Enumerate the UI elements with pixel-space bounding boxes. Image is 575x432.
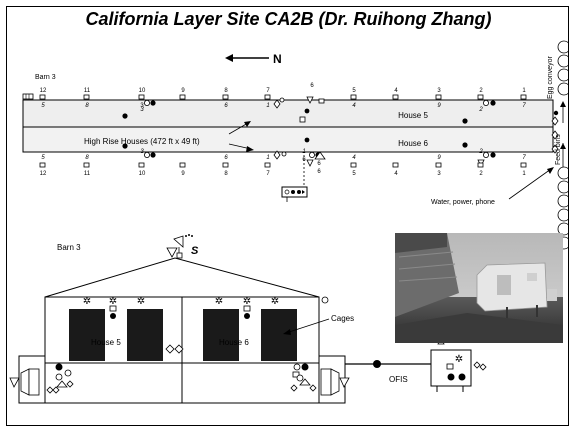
section-house5-label: House 5 <box>91 338 121 347</box>
fan-number: 6 <box>310 83 314 89</box>
sensor-label: S <box>191 245 199 257</box>
row-number: 9 <box>437 103 441 109</box>
high-rise-label: High Rise Houses (472 ft x 49 ft) <box>84 137 200 146</box>
row-number: 8 <box>85 155 89 161</box>
row-number: 5 <box>41 155 45 161</box>
svg-text:✲: ✲ <box>271 296 279 307</box>
cages-label: Cages <box>331 314 354 323</box>
row-number: 6 <box>224 155 228 161</box>
row-number: 4 <box>352 103 356 109</box>
marker-6-bottom: 6 <box>317 161 321 167</box>
fan-numbers-bottom: 12 11 10 9 8 7 6 5 4 3 2 1 <box>40 169 527 177</box>
fan-numbers-top: 12 11 10 9 8 7 6 5 4 3 2 1 <box>40 83 527 94</box>
row-numbers-bottom: 5 8 3 6 1 4 9 7 <box>41 149 526 161</box>
page-title: California Layer Site CA2B (Dr. Ruihong … <box>85 9 492 29</box>
svg-text:✲: ✲ <box>215 296 223 307</box>
fan-number: 5 <box>352 171 356 177</box>
slide-frame: California Layer Site CA2B (Dr. Ruihong … <box>6 6 569 426</box>
row-number: 7 <box>522 103 526 109</box>
north-label: N <box>273 52 282 66</box>
sensor-markers-bottom <box>122 137 559 167</box>
svg-text:✲: ✲ <box>83 296 91 307</box>
fan-number: 4 <box>394 88 398 94</box>
fan-number: 7 <box>266 88 270 94</box>
row-number: 4 <box>352 155 356 161</box>
section-house6-label: House 6 <box>219 338 249 347</box>
fan-markers-top <box>39 94 527 100</box>
sensor-markers-top <box>122 96 559 140</box>
left-fan-icon <box>9 363 74 396</box>
fan-number: 9 <box>181 171 185 177</box>
cages <box>69 309 297 361</box>
ofis-label: OFIS <box>389 375 408 384</box>
house-5-outline <box>22 99 554 128</box>
house-5-label: House 5 <box>398 111 428 120</box>
feed-bins-label: Feed bins <box>555 134 562 165</box>
ofis-plan-icon <box>281 186 308 202</box>
barn-roof <box>44 257 320 298</box>
fan-number: 10 <box>139 88 146 94</box>
row-number: 8 <box>85 103 89 109</box>
upper-sensors: ✲ ✲ ✲ ✲ ✲ ✲ <box>83 296 329 354</box>
marker-3: 3 <box>140 103 144 109</box>
svg-text:✲: ✲ <box>243 296 251 307</box>
row-number: 1 <box>266 103 269 109</box>
north-arrow <box>225 54 269 62</box>
fan-number: 11 <box>84 88 91 94</box>
row-number: 3 <box>140 107 144 113</box>
fan-number: 6 <box>317 169 321 175</box>
fan-number: 5 <box>352 88 356 94</box>
row-number: 7 <box>522 155 526 161</box>
plan-barn-label: Barn 3 <box>35 74 56 81</box>
row-number: 1 <box>266 155 269 161</box>
fan-number: 1 <box>522 171 526 177</box>
row-number: 3 <box>140 149 144 155</box>
fan-number: 4 <box>394 171 398 177</box>
fan-number: 2 <box>479 171 483 177</box>
svg-text:✲: ✲ <box>109 296 117 307</box>
fan-number: 11 <box>84 171 91 177</box>
svg-text:✲: ✲ <box>137 296 145 307</box>
fan-number: 12 <box>40 88 47 94</box>
fan-number: 8 <box>224 171 228 177</box>
fan-number: 2 <box>479 88 483 94</box>
trailer-photo <box>395 233 563 343</box>
site-diagram: N Barn 3 12 11 10 9 8 7 6 5 4 3 2 1 <box>9 40 568 404</box>
fan-number: 3 <box>437 88 441 94</box>
house-6-label: House 6 <box>398 139 428 148</box>
fan-cluster-icon <box>22 93 34 100</box>
utilities-label: Water, power, phone <box>431 199 495 206</box>
house-6-outline <box>22 126 554 153</box>
sensor-icon <box>166 234 193 259</box>
marker-2-bottom: 2 <box>478 149 483 155</box>
fan-number: 3 <box>437 171 441 177</box>
marker-2-top: 2 <box>478 107 483 113</box>
fan-number: 7 <box>266 171 270 177</box>
row-number: 5 <box>41 103 45 109</box>
ofis-trailer: ✲ <box>430 337 487 392</box>
row-number: 9 <box>437 155 441 161</box>
row-number: 6 <box>224 103 228 109</box>
fan-number: 1 <box>522 88 526 94</box>
egg-conveyor-label: Egg conveyor <box>547 56 554 99</box>
fan-number: 8 <box>224 88 228 94</box>
fan-number: 10 <box>139 171 146 177</box>
svg-text:✲: ✲ <box>455 354 463 365</box>
marker-1: 1 <box>302 149 305 155</box>
row-numbers-top: 5 8 3 6 1 4 9 7 <box>41 103 526 113</box>
fan-number: 9 <box>181 88 185 94</box>
section-barn-label: Barn 3 <box>57 243 81 252</box>
fan-number: 12 <box>40 171 47 177</box>
right-fan-icon <box>290 363 350 396</box>
fan-markers-bottom <box>39 162 527 168</box>
